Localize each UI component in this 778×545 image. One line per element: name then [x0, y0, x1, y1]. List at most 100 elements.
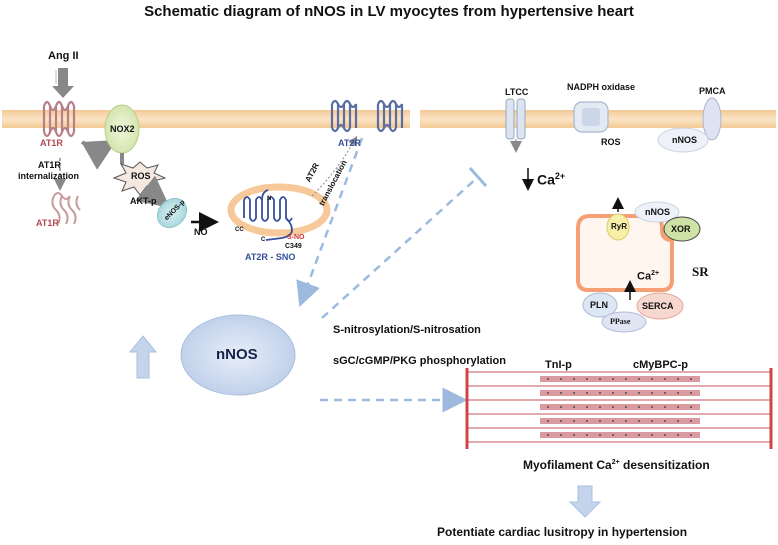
ros-membrane-label: ROS: [601, 137, 621, 147]
myosin-head: [560, 406, 562, 408]
at2r-label: AT2R: [338, 138, 361, 148]
at1r-internalization-label-2: internalization: [18, 171, 80, 181]
desens-superscript: 2+: [611, 459, 620, 466]
myosin-head: [547, 378, 549, 380]
tni-p-label: TnI-p: [545, 359, 572, 371]
at1r-internal-label: AT1R: [36, 218, 59, 228]
myosin-head: [586, 392, 588, 394]
myosin-head: [677, 406, 679, 408]
xor-icon: [663, 216, 701, 242]
ang2-label: Ang II: [48, 50, 79, 62]
myofilament-desensitization-label: Myofilament Ca2+ desensitization: [523, 458, 710, 472]
myosin-head: [690, 392, 692, 394]
myosin-head: [547, 434, 549, 436]
n-terminal-label: N: [267, 196, 272, 202]
nnos-membrane-icon: [657, 127, 709, 153]
myosin-head: [690, 420, 692, 422]
at2r-translocation-arrow: [311, 135, 358, 197]
myosin-head: [599, 434, 601, 436]
ros-label: ROS: [131, 171, 151, 181]
myosin-head: [612, 392, 614, 394]
myosin-head: [586, 406, 588, 408]
ryr-label: RyR: [611, 222, 628, 231]
ryr-icon: [606, 213, 630, 241]
ang2-arrow: [52, 68, 74, 98]
nadph-oxidase-icon: [573, 101, 609, 133]
thick-filament: [540, 404, 700, 410]
s-nitrosylation-label: S-nitrosylation/S-nitrosation: [333, 324, 481, 336]
myosin-head: [677, 420, 679, 422]
myosin-head: [547, 420, 549, 422]
myosin-head: [586, 420, 588, 422]
myosin-head: [651, 420, 653, 422]
myosin-head: [664, 378, 666, 380]
myosin-head: [599, 392, 601, 394]
nnos-sr-icon: [634, 201, 680, 223]
ppase-label: PPase: [610, 317, 631, 326]
myosin-head: [677, 378, 679, 380]
myosin-head: [560, 392, 562, 394]
myosin-head: [690, 378, 692, 380]
c349-label: C349: [285, 243, 302, 250]
sno-label: S-NO: [287, 234, 305, 241]
thick-filament: [540, 376, 700, 382]
myosin-head: [664, 392, 666, 394]
nnos-increase-arrow: [128, 335, 158, 379]
ca-sr-label: Ca2+: [637, 270, 660, 283]
myosin-head: [651, 434, 653, 436]
no-label: NO: [194, 227, 208, 237]
thick-filament: [540, 418, 700, 424]
myosin-head: [638, 378, 640, 380]
myosin-head: [651, 406, 653, 408]
nnos-inhibits-ltcc-bar: [468, 167, 488, 187]
myosin-head: [612, 406, 614, 408]
myosin-head: [638, 420, 640, 422]
aktp-label: AKT-p: [130, 196, 157, 206]
myosin-head: [638, 392, 640, 394]
at1r-label: AT1R: [40, 138, 63, 148]
nox2-label: NOX2: [110, 124, 135, 134]
myosin-head: [612, 420, 614, 422]
sr-label: SR: [692, 264, 709, 279]
sgc-pathway-label: sGC/cGMP/PKG phosphorylation: [333, 355, 506, 367]
nnos-sr-label: nNOS: [645, 207, 671, 217]
at2r-receptor-icon: [330, 99, 404, 133]
diagram-title: Schematic diagram of nNOS in LV myocytes…: [144, 3, 634, 20]
myosin-head: [599, 406, 601, 408]
myosin-head: [625, 392, 627, 394]
pmca-icon: [702, 97, 722, 141]
cell-membrane-left: [2, 110, 410, 128]
myosin-head: [560, 420, 562, 422]
myosin-head: [586, 434, 588, 436]
myosin-head: [547, 406, 549, 408]
myosin-head: [573, 434, 575, 436]
ppase-icon: [601, 311, 647, 333]
enos-p-icon: [156, 197, 188, 229]
nnos-membrane-label: nNOS: [672, 135, 698, 145]
myosin-head: [677, 392, 679, 394]
myosin-head: [573, 392, 575, 394]
ltcc-label: LTCC: [505, 87, 529, 97]
cc-label: CC: [235, 227, 244, 233]
xor-label: XOR: [671, 224, 691, 234]
myosin-head: [612, 378, 614, 380]
pmca-label: PMCA: [699, 86, 726, 96]
ca-sr-superscript: 2+: [651, 270, 660, 277]
myosin-head: [560, 378, 562, 380]
myosin-head: [573, 406, 575, 408]
pln-icon: [582, 292, 618, 318]
nnos-enzyme: [180, 314, 296, 396]
myosin-head: [599, 378, 601, 380]
myosin-head: [612, 434, 614, 436]
myosin-head: [677, 434, 679, 436]
myosin-head: [573, 378, 575, 380]
myosin-head: [664, 420, 666, 422]
myofilament-icon: [465, 368, 773, 449]
pln-label: PLN: [590, 300, 608, 310]
serca-icon: [636, 292, 684, 320]
at2r-sno-receptor-icon: [243, 189, 293, 241]
serca-label: SERCA: [642, 301, 674, 311]
at2r-sno-label: AT2R - SNO: [245, 252, 296, 262]
myosin-head: [586, 378, 588, 380]
